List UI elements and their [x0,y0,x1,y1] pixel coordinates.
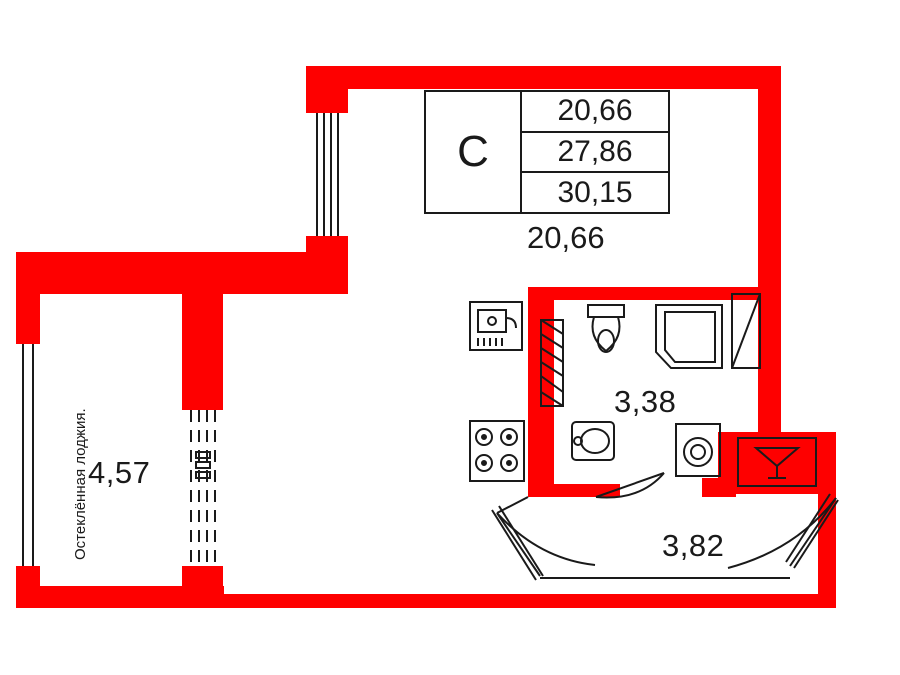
area-value-total: 27,86 [522,133,668,174]
toilet-icon [587,304,625,353]
loggia-glazing-left [22,344,34,566]
wardrobe-icon [731,293,761,369]
wall-left-outer-top [16,252,40,344]
wall-top [306,66,781,89]
stove-icon [469,420,525,482]
room-label-hall: 3,82 [662,528,725,563]
wall-loggia-top-riser [306,236,348,294]
wall-bath-bottom-left [528,484,596,497]
wall-bath-top [528,287,781,300]
wall-bottom-left-segment [16,586,224,608]
washbasin-icon [571,421,615,461]
wall-right-outer [758,66,781,296]
wall-bath-bottom-right [702,478,736,497]
wall-loggia-partition-top [182,294,223,410]
title-block-values: 20,66 27,86 30,15 [522,92,668,212]
wall-hall-top-right-edge [818,432,836,604]
loggia-partition-glazing [190,410,216,566]
title-block: C 20,66 27,86 30,15 [424,90,670,214]
loggia-note: Остеклённая лоджия. [72,408,89,560]
title-block-total: 20,66 [527,220,605,255]
hall-outline [496,496,790,579]
washing-machine-icon [675,423,721,477]
room-label-loggia: 4,57 [88,455,151,490]
area-value-with-balcony: 30,15 [557,175,633,209]
window-top-left [316,113,339,236]
sink-icon [469,301,523,351]
shower-icon [655,304,723,369]
wall-bath-right [758,287,781,432]
room-label-bathroom: 3,38 [614,384,677,419]
wall-loggia-top [16,252,348,294]
wall-top-left-stub [306,66,348,113]
door-hall-left-leaf [491,505,544,581]
wall-kitchen-bath-partition [528,287,554,497]
door-hall-left [496,512,596,577]
loggia-partition-handle [195,451,211,479]
area-value-living: 20,66 [522,92,668,133]
apartment-type: C [426,92,522,212]
